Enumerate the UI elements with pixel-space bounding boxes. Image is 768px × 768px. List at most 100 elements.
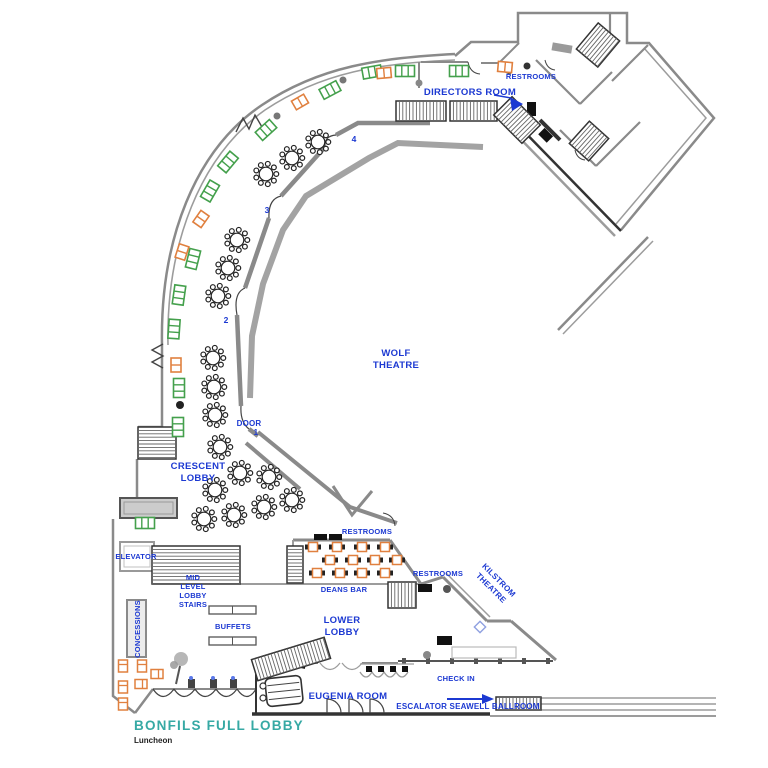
lounge-chair — [136, 659, 148, 673]
wolf-theatre-label-2: THEATRE — [373, 360, 419, 371]
green-table — [199, 178, 221, 204]
floor-dot — [273, 112, 281, 120]
floor-dot — [176, 401, 184, 409]
orange-lounger — [496, 60, 514, 74]
green-table — [254, 118, 278, 142]
deans-table — [389, 554, 405, 566]
stairs — [395, 100, 447, 122]
lounge-chair — [150, 668, 164, 680]
orange-loungers-layer — [170, 60, 514, 373]
deans-table — [345, 554, 361, 566]
directors-room-label: DIRECTORS ROOM — [424, 87, 516, 98]
green-table — [216, 150, 240, 174]
desk-black-2 — [538, 127, 554, 143]
green-table — [394, 64, 416, 78]
kilstrom-walls — [420, 575, 557, 662]
deans-table — [377, 567, 393, 579]
round-table — [279, 486, 306, 514]
platform-block — [119, 497, 178, 519]
restrooms-right-label: RESTROOMS — [413, 569, 463, 578]
kilstrom-desk — [418, 584, 432, 592]
deans-table — [329, 541, 345, 553]
round-table — [251, 493, 278, 521]
escalator-arrow-icon — [447, 694, 494, 704]
v-wall-door-arc — [382, 512, 396, 527]
eugenia-room-label: EUGENIA ROOM — [309, 691, 388, 702]
theatre-lobby-wall — [234, 120, 430, 438]
eugenia-door-arcs — [326, 698, 385, 714]
elevator-label: ELEVATOR — [115, 552, 157, 561]
lounge-chair — [134, 678, 148, 690]
buffets-label: BUFFETS — [215, 622, 251, 631]
buffet-table — [208, 636, 257, 646]
door-4-label: 4 — [352, 134, 357, 144]
page-title: BONFILS FULL LOBBY — [134, 718, 304, 733]
crescent-lobby-label-2: LOBBY — [181, 473, 216, 484]
floor-dot — [443, 585, 451, 593]
escalator-label: ESCALATOR SEAWELL BALLROOM — [396, 702, 540, 711]
round-table — [201, 373, 228, 401]
green-table — [317, 79, 343, 101]
plant — [170, 652, 188, 685]
floor-dot — [423, 651, 431, 659]
bar-counter — [329, 534, 342, 540]
deans-table — [354, 567, 370, 579]
orange-lounger — [170, 357, 182, 373]
door-1-number: 1 — [254, 428, 259, 437]
deans-tables-layer — [305, 534, 405, 579]
theatre-door-arcs — [235, 134, 337, 430]
elevator-shaft-inner — [123, 545, 151, 568]
mid-level-label-3: LOBBY — [179, 591, 206, 600]
door-1-label: DOOR — [237, 419, 262, 428]
balcony-strip — [247, 139, 484, 399]
round-table — [200, 344, 227, 372]
concessions-booth — [126, 599, 147, 658]
checkin-counter-posts — [402, 658, 550, 664]
stairs — [495, 696, 542, 711]
round-table — [207, 433, 234, 461]
stairs — [286, 545, 304, 584]
mid-level-label-2: LEVEL — [180, 582, 205, 591]
escalator-rails — [541, 697, 716, 711]
dots-layer — [176, 62, 531, 659]
round-table — [224, 226, 251, 254]
entry-door-scallops — [152, 688, 257, 698]
outer-curve-wall — [160, 52, 456, 346]
lower-lobby-label-2: LOBBY — [325, 627, 360, 638]
round-table — [215, 254, 242, 282]
green-table — [166, 318, 182, 340]
coat-counter — [359, 663, 414, 678]
crescent-lobby-label: CRESCENT — [171, 461, 226, 472]
checkin-desk — [437, 636, 452, 645]
walls-layer — [111, 11, 716, 717]
platform-block-inner — [123, 501, 174, 515]
lounge-chair — [117, 697, 129, 711]
round-table — [253, 160, 280, 188]
floor-dot — [415, 79, 423, 87]
round-table — [202, 476, 229, 504]
aisle-wall-1 — [256, 430, 398, 525]
lower-lobby-label: LOWER — [324, 615, 361, 626]
kilstrom-theatre-label: KILSTROM THEATRE — [474, 562, 517, 605]
green-table — [448, 64, 470, 78]
deans-table — [332, 567, 348, 579]
labels-layer: RESTROOMS DIRECTORS ROOM 4 3 2 DOOR 1 WO… — [115, 72, 555, 745]
mid-level-label-1: MID — [186, 573, 201, 582]
round-tables-layer — [191, 128, 332, 533]
desk-black-1 — [527, 102, 536, 116]
green-table — [171, 283, 187, 307]
wolf-theatre-label: WOLF — [381, 348, 410, 359]
round-table — [305, 128, 332, 156]
concessions-label: CONCESSIONS — [133, 600, 142, 658]
directors-complex-outline — [454, 11, 716, 231]
round-table — [279, 144, 306, 172]
buffet-table — [208, 605, 257, 615]
lounge-chairs-layer — [117, 659, 164, 711]
lobby-bar-outline — [451, 646, 517, 659]
eugenia-curtain-arcs — [319, 662, 363, 671]
green-table — [184, 247, 202, 271]
revolving-door-icon — [235, 113, 263, 133]
kilstrom-door-icon — [473, 620, 487, 634]
lounge-chair — [117, 680, 129, 694]
